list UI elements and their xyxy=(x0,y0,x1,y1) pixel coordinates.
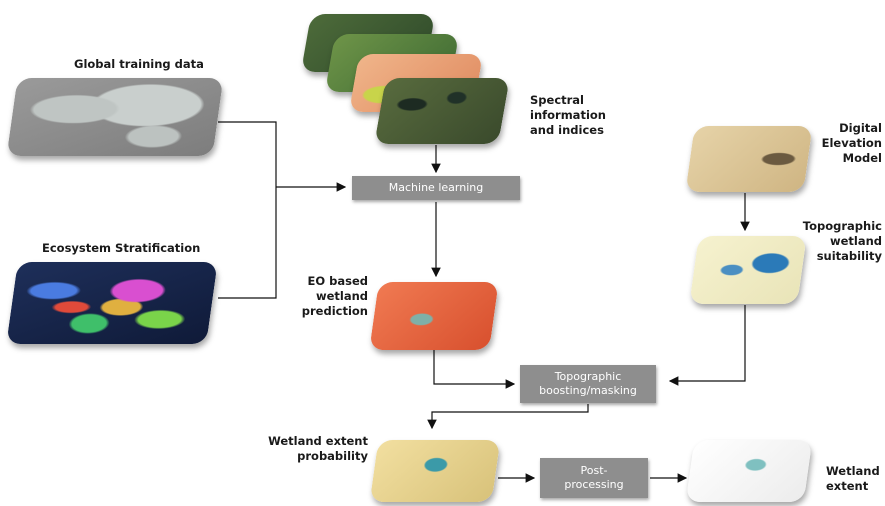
topo-suitability-label: Topographic wetland suitability xyxy=(780,219,882,264)
topographic-boosting-line2: boosting/masking xyxy=(539,384,637,397)
topo-suit-line1: Topographic xyxy=(802,219,882,233)
dem-label-line3: Model xyxy=(842,151,882,165)
topo-suit-line2: wetland xyxy=(829,234,882,248)
dem-label-line2: Elevation xyxy=(821,136,882,150)
wet-prob-line1: Wetland extent xyxy=(268,434,368,448)
global-training-label: Global training data xyxy=(74,57,204,71)
post-processing-line1: Post- xyxy=(580,464,608,477)
eo-prediction-label: EO based wetland prediction xyxy=(272,274,368,319)
topographic-boosting-box: Topographic boosting/masking xyxy=(520,365,656,403)
bracket-line xyxy=(218,121,277,299)
arrow-eo-to-topo xyxy=(433,350,516,389)
spectral-label: Spectral information and indices xyxy=(530,93,606,138)
ecosystem-label: Ecosystem Stratification xyxy=(42,241,201,255)
wetland-extent-label: Wetland extent xyxy=(826,464,880,494)
wetland-probability-map xyxy=(369,440,501,502)
dem-label-line1: Digital xyxy=(839,121,882,135)
topo-suit-line3: suitability xyxy=(816,249,882,263)
machine-learning-label: Machine learning xyxy=(388,181,484,194)
spectral-label-line1: Spectral xyxy=(530,93,585,107)
post-processing-line2: processing xyxy=(564,478,624,491)
ecosystem-map xyxy=(6,262,218,344)
spectral-label-line3: and indices xyxy=(530,123,604,137)
eo-prediction-map xyxy=(369,282,499,350)
wetland-probability-label: Wetland extent probability xyxy=(250,434,368,464)
global-training-map xyxy=(6,78,224,156)
spectral-label-line2: information xyxy=(530,108,606,122)
wetland-extent-map xyxy=(685,440,813,502)
eo-pred-line1: EO based xyxy=(307,274,368,288)
spectral-layer-4 xyxy=(374,78,510,144)
dem-label: Digital Elevation Model xyxy=(780,121,882,166)
arrow-suit-to-topo xyxy=(668,305,746,386)
wet-extent-line1: Wetland xyxy=(826,464,880,478)
topographic-boosting-line1: Topographic xyxy=(554,370,622,383)
eo-pred-line2: wetland xyxy=(315,289,368,303)
wet-prob-line2: probability xyxy=(297,449,368,463)
arrow-topo-to-prob xyxy=(427,404,589,430)
wet-extent-line2: extent xyxy=(826,479,869,493)
machine-learning-box: Machine learning xyxy=(352,176,520,200)
post-processing-box: Post- processing xyxy=(540,458,648,498)
eo-pred-line3: prediction xyxy=(301,304,368,318)
